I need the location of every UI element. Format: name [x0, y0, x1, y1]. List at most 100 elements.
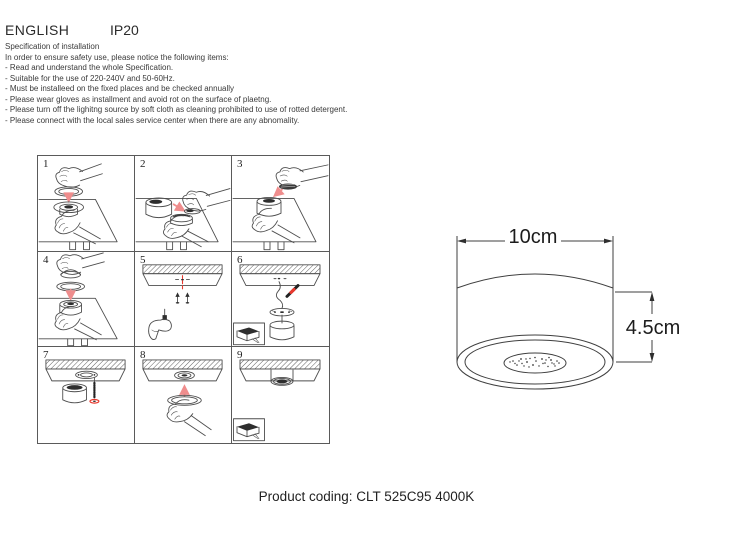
step-cell-1: 1 [38, 156, 135, 252]
table-legs [67, 337, 88, 346]
step-cell-7: 7 [38, 347, 135, 443]
spec-item: - Please connect with the local sales se… [5, 115, 300, 125]
hand-right [182, 190, 211, 212]
screw-icon [175, 292, 180, 304]
step-number: 1 [43, 158, 49, 170]
step-number: 6 [237, 253, 243, 266]
step-number: 9 [237, 349, 243, 362]
arm-lines [73, 226, 101, 245]
ceiling-panel [142, 272, 223, 286]
ceiling-panel [45, 368, 126, 382]
spec-intro: In order to ensure safety use, please no… [5, 52, 229, 62]
hand-top [55, 167, 83, 188]
spec-item: - Must be installeed on the fixed places… [5, 84, 235, 94]
fixture-face [167, 395, 202, 407]
fixture [59, 299, 82, 309]
red-washer [89, 399, 100, 405]
fixture-sides [456, 288, 614, 362]
push-fixture-up-icon [142, 359, 223, 437]
arm-lines [181, 230, 209, 248]
step-cell-8: 8 [135, 347, 232, 443]
hand-placing-ring-on-fixture-icon [38, 163, 118, 251]
specification-block: Specification of installation In order t… [5, 42, 347, 126]
table-legs [69, 241, 90, 251]
table-legs [166, 241, 187, 251]
fixture-bottom-rim [456, 334, 614, 390]
arm-lines [299, 164, 329, 183]
fixture [53, 201, 84, 214]
wire [275, 280, 284, 309]
hand-bottom [54, 305, 81, 330]
step-number: 5 [140, 253, 146, 266]
fixture-top-arc [456, 273, 614, 289]
step-number: 3 [237, 158, 243, 170]
ceiling-hatch [45, 359, 126, 370]
height-label: 4.5cm [626, 317, 680, 339]
step-cell-3: 3 [232, 156, 329, 252]
table [232, 197, 317, 243]
wiring-inset [233, 418, 265, 442]
height-dimension: 4.5cm [615, 291, 680, 363]
spec-title: Specification of installation [5, 42, 100, 51]
ceiling-panel [239, 272, 321, 286]
fixture-body [62, 383, 87, 393]
led-area [503, 352, 567, 374]
installation-complete-icon [233, 359, 321, 442]
technical-drawing: 10cm [425, 216, 717, 398]
fixture-body [269, 320, 295, 329]
arm-lines [184, 415, 212, 437]
step-cell-4: 4 [38, 251, 135, 348]
ceiling-panel [142, 368, 223, 382]
arm-lines [271, 224, 301, 244]
ceiling-hatch [239, 264, 321, 274]
wiring-inset [233, 322, 265, 345]
ceiling-mount [174, 371, 195, 381]
fixture-outline [456, 273, 614, 390]
step-cell-5: 5 [135, 251, 232, 348]
hand-attaching-cover-icon [38, 252, 118, 346]
ceiling-hatch [239, 359, 321, 370]
hand-bottom [163, 215, 190, 239]
installation-steps-grid: 1 [37, 155, 330, 444]
step-number: 2 [140, 158, 146, 170]
step-number: 7 [43, 349, 49, 362]
arm-lines [205, 188, 231, 207]
fix-mounting-plate-icon [45, 359, 126, 405]
hand-bottom [54, 209, 81, 235]
product-coding: Product coding: CLT 525C95 4000K [258, 489, 475, 504]
fixture [256, 196, 282, 206]
table [38, 297, 118, 339]
spec-item: - Please wear gloves as installment and … [5, 94, 272, 104]
fixture-sides [270, 369, 294, 382]
red-arrow-icon [172, 201, 186, 212]
fixture-face [270, 377, 294, 387]
hand-bottom [166, 399, 194, 423]
mounting-plate [75, 371, 98, 380]
ceiling-panel [239, 368, 321, 382]
connect-wiring-icon [233, 264, 321, 345]
red-arrow-icon [272, 186, 285, 198]
driver-disc [184, 208, 201, 215]
width-dimension: 10cm [456, 226, 614, 288]
table-legs [263, 241, 285, 251]
drill-holes-icon [142, 264, 223, 340]
step-number: 8 [140, 349, 146, 362]
drill-icon [148, 308, 172, 340]
spec-item: - Suitable for the use of 220-240V and 5… [5, 73, 175, 83]
downlight-dimension-drawing: 10cm [456, 226, 680, 390]
arm-lines [79, 163, 103, 182]
fixture-inner-rim [464, 339, 606, 385]
fixture-lower [170, 213, 193, 223]
screw-icon [185, 292, 190, 304]
ip-rating-label: IP20 [110, 22, 139, 38]
width-label: 10cm [509, 226, 558, 248]
spec-item: - Please turn off the lighitng source by… [5, 105, 348, 115]
hand-top [56, 253, 84, 275]
spec-item: - Read and understand the whole Specific… [5, 63, 174, 73]
hand-inserting-driver-icon [135, 188, 231, 251]
hand-bottom [251, 207, 278, 233]
hand-pressing-module-icon [232, 164, 329, 251]
language-label: ENGLISH [5, 22, 70, 38]
step-number: 4 [43, 253, 49, 266]
